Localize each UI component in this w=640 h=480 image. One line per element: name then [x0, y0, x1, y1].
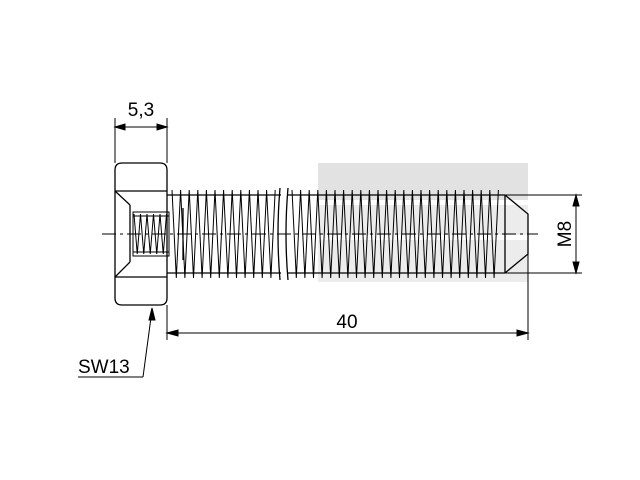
- length-dimension: [165, 254, 530, 340]
- length-label: 40: [336, 312, 357, 333]
- thread-diameter-dimension: [505, 193, 582, 275]
- wrench-size-label: SW13: [78, 357, 130, 378]
- head-height-label: 5,3: [128, 100, 154, 121]
- thread-diameter-label: M8: [555, 221, 576, 247]
- head-height-dimension: [113, 118, 169, 163]
- wrench-size-leader: [78, 307, 156, 378]
